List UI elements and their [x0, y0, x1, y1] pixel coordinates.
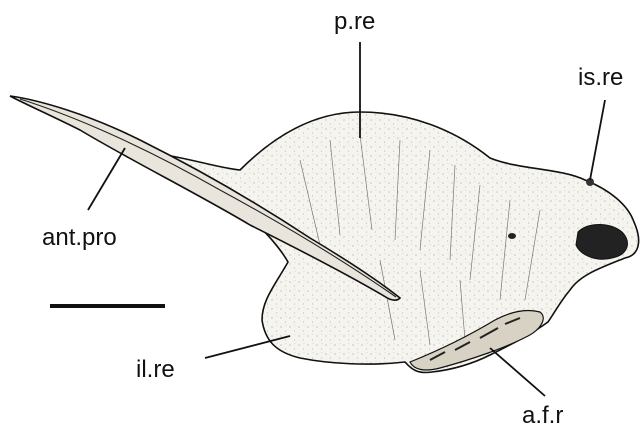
foramen-mark: [508, 233, 516, 239]
leader-line-is-re: [590, 100, 605, 180]
label-il-re: il.re: [136, 358, 175, 382]
bone-stipple-texture: [148, 112, 639, 373]
ischial-knob: [576, 225, 627, 260]
leader-line-ant-pro: [88, 148, 125, 210]
label-p-re: p.re: [334, 10, 375, 34]
label-a-f-r: a.f.r: [522, 404, 563, 428]
label-ant-pro: ant.pro: [42, 226, 117, 250]
leader-line-a-f-r: [490, 348, 545, 396]
label-is-re: is.re: [578, 66, 623, 90]
